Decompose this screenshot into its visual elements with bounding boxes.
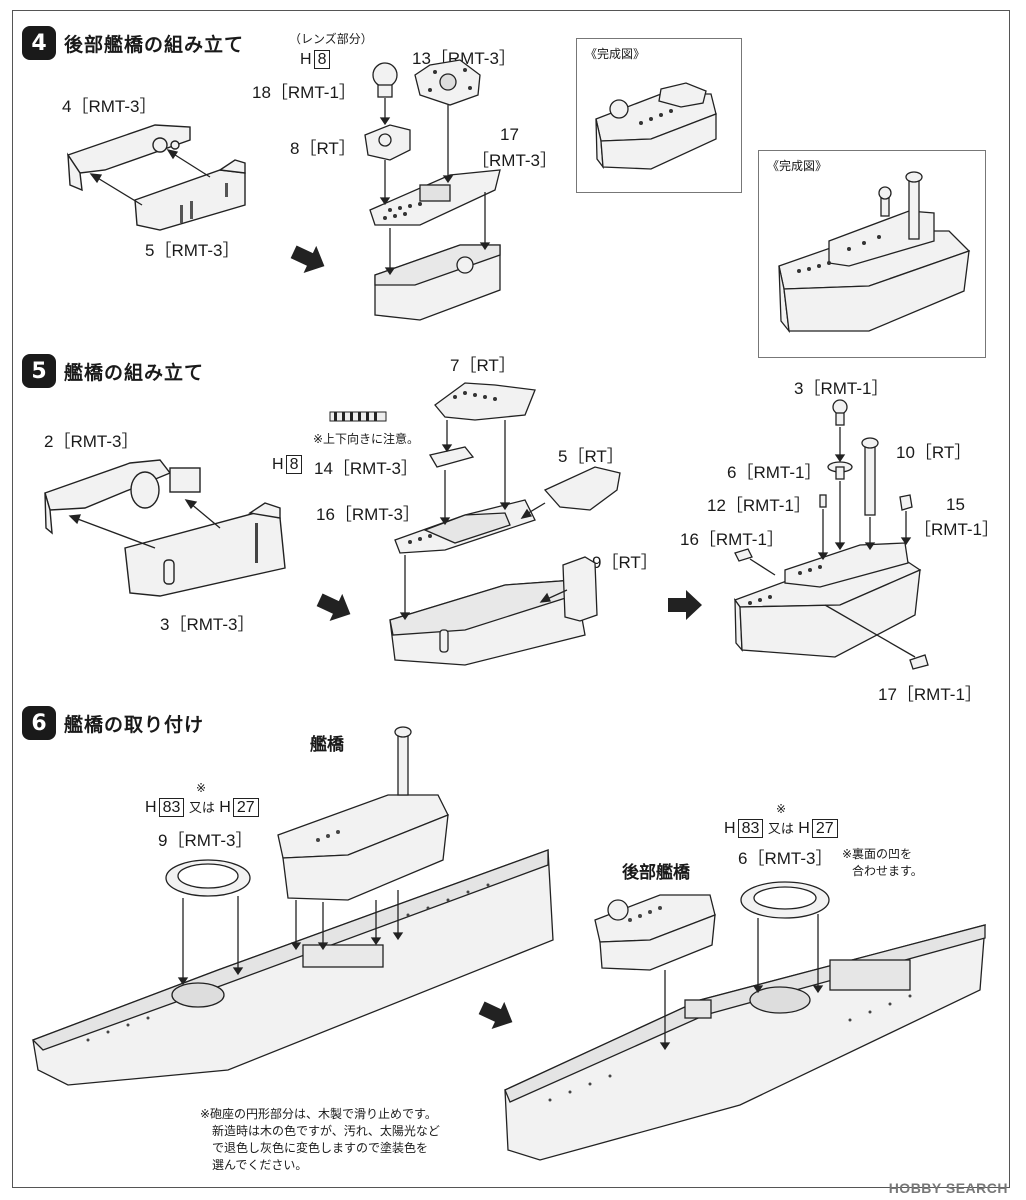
asterisk-mark-2: ※ xyxy=(776,802,787,816)
step4-flow-arrow-icon xyxy=(290,245,325,274)
bridge-detail-assembly-drawing xyxy=(733,399,929,670)
part-label-4-rmt3: 4［RMT-3］ xyxy=(62,97,157,116)
footnote-line-2: 新造時は木の色ですが、汚れ、太陽光など xyxy=(212,1124,440,1138)
asterisk-mark-1: ※ xyxy=(196,781,207,795)
part-label-8-rt: 8［RT］ xyxy=(290,139,356,158)
footnote-line-4: 選んでください。 xyxy=(212,1158,308,1172)
completed-view-label-2: 《完成図》 xyxy=(767,159,828,173)
part-label-17-num: 17 xyxy=(500,125,519,144)
rear-bridge-exploded-drawing xyxy=(364,59,501,321)
part-label-15-rmt1: ［RMT-1］ xyxy=(914,520,999,539)
bridge-frame-drawing xyxy=(44,459,286,597)
part-label-18-rmt1: 18［RMT-1］ xyxy=(252,83,356,102)
part-label-5-rt: 5［RT］ xyxy=(558,447,624,466)
footnote-line-3: で退色し灰色に変色しますので塗装色を xyxy=(212,1141,429,1155)
part-label-10-rt: 10［RT］ xyxy=(896,443,972,462)
completed-view-large: 《完成図》 xyxy=(758,150,986,358)
step-4-number: 4 xyxy=(22,26,56,60)
step-6-title: 艦橋の取り付け xyxy=(64,714,205,736)
orientation-note: ※上下向きに注意。 xyxy=(313,432,420,446)
part-label-16-rmt1: 16［RMT-1］ xyxy=(680,530,784,549)
ship-forward-deck-drawing xyxy=(31,726,554,1086)
part-label-6-rmt1: 6［RMT-1］ xyxy=(727,463,822,482)
align-note-line-1: ※裏面の凹を xyxy=(842,847,913,861)
rear-bridge-label: 後部艦橋 xyxy=(622,863,690,882)
part-14-orientation-icon xyxy=(329,411,387,422)
part-label-7-rt: 7［RT］ xyxy=(450,356,516,375)
part-label-5-rmt3: 5［RMT-3］ xyxy=(145,241,240,260)
step5-result-arrow-icon xyxy=(668,590,702,620)
instruction-frame xyxy=(12,10,1010,1188)
watermark: HOBBY SEARCH xyxy=(888,1180,1008,1196)
align-note: ※裏面の凹を 合わせます。 xyxy=(842,846,923,880)
footnote-line-1: ※砲座の円形部分は、木製で滑り止めです。 xyxy=(200,1107,437,1121)
part-label-16-rmt3: 16［RMT-3］ xyxy=(316,505,420,524)
bridge-exploded-drawing xyxy=(389,382,621,666)
part-label-14-rmt3: 14［RMT-3］ xyxy=(314,459,418,478)
step6-flow-arrow-icon xyxy=(478,1001,513,1030)
part-label-17-rmt3: ［RMT-3］ xyxy=(472,151,557,170)
lens-note: （レンズ部分） xyxy=(289,32,373,46)
step-5-title: 艦橋の組み立て xyxy=(64,362,205,384)
step-5-number: 5 xyxy=(22,354,56,388)
part-label-3-rmt3: 3［RMT-3］ xyxy=(160,615,255,634)
part-label-15-num: 15 xyxy=(946,495,965,514)
step-6-number: 6 xyxy=(22,706,56,740)
part-label-12-rmt1: 12［RMT-1］ xyxy=(707,496,811,515)
completed-view-label: 《完成図》 xyxy=(585,47,646,61)
part-label-6-rmt3-turret: 6［RMT-3］ xyxy=(738,849,833,868)
footnote: ※砲座の円形部分は、木製で滑り止めです。 新造時は木の色ですが、汚れ、太陽光など… xyxy=(200,1106,440,1174)
bridge-complete-drawing xyxy=(778,171,971,334)
rear-bridge-frame-drawing xyxy=(66,124,246,231)
rear-bridge-complete-drawing xyxy=(595,82,717,170)
step5-flow-arrow-icon xyxy=(316,593,351,622)
completed-view-small: 《完成図》 xyxy=(576,38,742,193)
part-label-3-rmt1: 3［RMT-1］ xyxy=(794,379,889,398)
align-note-line-2: 合わせます。 xyxy=(852,864,923,878)
part-label-17-rmt1: 17［RMT-1］ xyxy=(878,685,982,704)
ship-aft-deck-drawing xyxy=(504,881,986,1161)
step-4-title: 後部艦橋の組み立て xyxy=(64,34,245,56)
part-label-9-rmt3-turret: 9［RMT-3］ xyxy=(158,831,253,850)
part-label-9-rt: 9［RT］ xyxy=(592,553,658,572)
part-label-2-rmt3: 2［RMT-3］ xyxy=(44,432,139,451)
bridge-label: 艦橋 xyxy=(310,735,344,754)
